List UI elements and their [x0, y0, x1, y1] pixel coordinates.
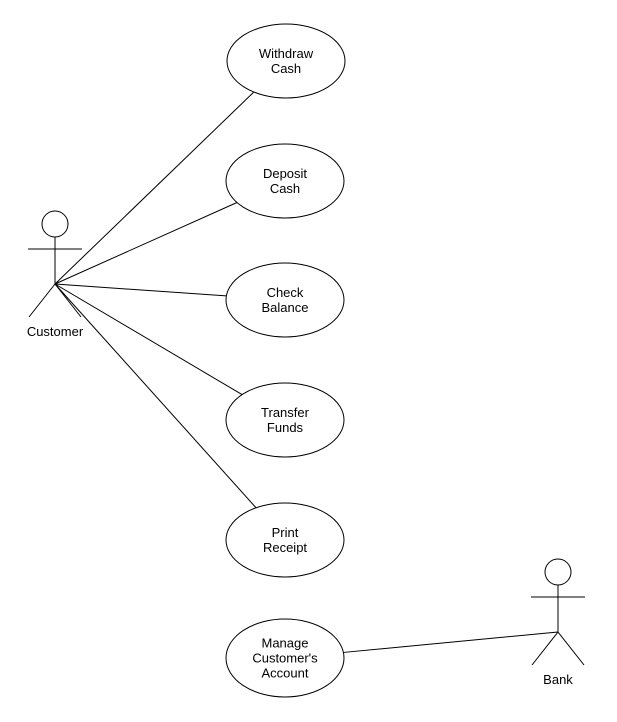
use-case-ellipse[interactable]	[225, 382, 345, 458]
use-case-label-line: Account	[262, 666, 309, 681]
use-case-label-line: Customer's	[252, 651, 318, 666]
use-case-label-line: Print	[272, 525, 299, 540]
actor-label: Customer	[27, 324, 84, 339]
association-bank-manage-customers-account	[343, 631, 559, 653]
actor-bank[interactable]: Bank	[531, 558, 585, 687]
actor-left-leg	[531, 631, 559, 666]
actor-left-leg	[28, 283, 56, 318]
use-case-ellipse[interactable]	[226, 23, 346, 99]
association-customer-withdraw-cash	[54, 91, 255, 285]
actor-head	[544, 558, 572, 586]
use-case-label-line: Balance	[262, 300, 309, 315]
use-case-label-line: Withdraw	[259, 46, 314, 61]
use-case-label-line: Cash	[271, 61, 301, 76]
use-case-label-line: Check	[267, 285, 304, 300]
association-customer-deposit-cash	[54, 202, 238, 285]
actor-right-leg	[54, 283, 82, 318]
association-customer-print-receipt	[54, 283, 257, 509]
actor-label: Bank	[543, 672, 573, 687]
use-case-ellipse[interactable]	[225, 262, 345, 338]
actor-right-leg	[557, 631, 585, 666]
use-case-ellipse[interactable]	[225, 502, 345, 578]
use-case-ellipse[interactable]	[225, 143, 345, 219]
use-case-label-line: Deposit	[263, 166, 307, 181]
actor-customer[interactable]: Customer	[27, 210, 84, 339]
association-customer-check-balance	[54, 283, 227, 297]
use-case-label-line: Transfer	[261, 405, 310, 420]
use-case-label-line: Receipt	[263, 540, 307, 555]
use-case-label-line: Funds	[267, 420, 304, 435]
use-case-label-line: Manage	[262, 636, 309, 651]
use-case-label-line: Cash	[270, 181, 300, 196]
use-case-ellipse[interactable]	[225, 618, 345, 698]
association-customer-transfer-funds	[54, 283, 243, 396]
actor-head	[41, 210, 69, 238]
